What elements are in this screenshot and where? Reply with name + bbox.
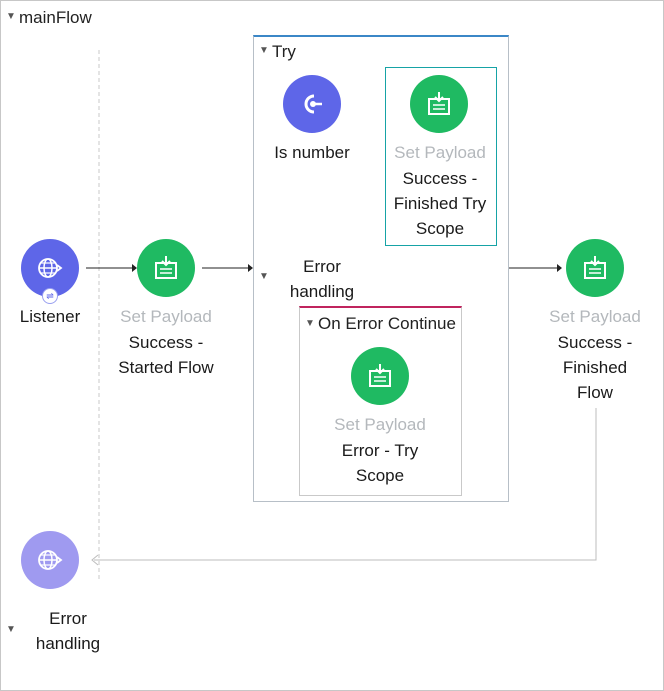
error-source-component[interactable] [21, 531, 79, 589]
arrow-head [132, 264, 137, 272]
collapse-triangle-icon[interactable]: ▼ [259, 45, 269, 56]
set-payload-started-component[interactable] [137, 239, 195, 297]
collapse-triangle-icon[interactable]: ▼ [305, 318, 315, 329]
arrow-head [248, 264, 253, 272]
return-arrow-head [91, 554, 99, 566]
is-number-label: Is number [274, 143, 350, 162]
globe-icon [38, 258, 63, 278]
set-payload-started-name: Success - Started Flow [118, 333, 214, 377]
set-payload-try-name: Success - Finished Try Scope [393, 169, 487, 238]
set-payload-icon [155, 256, 177, 279]
set-payload-error-name: Error - Try Scope [341, 441, 419, 485]
set-payload-icon [369, 364, 391, 387]
set-payload-try-component[interactable] [410, 75, 468, 133]
on-error-continue-title[interactable]: On Error Continue [318, 314, 456, 333]
set-payload-error-component[interactable] [351, 347, 409, 405]
collapse-triangle-icon[interactable]: ▼ [6, 11, 16, 22]
is-number-component[interactable] [283, 75, 341, 133]
collapse-triangle-icon[interactable]: ▼ [6, 624, 16, 635]
flow-error-handling-label[interactable]: Error handling [35, 609, 101, 653]
swap-icon: ⇌ [42, 288, 58, 304]
set-payload-finished-type: Set Payload [549, 307, 641, 326]
flow-title[interactable]: mainFlow [19, 8, 92, 27]
listener-label: Listener [19, 307, 81, 326]
set-payload-try-type: Set Payload [394, 143, 486, 162]
try-scope-title[interactable]: Try [272, 42, 296, 61]
set-payload-icon [428, 92, 450, 115]
try-error-handling-label[interactable]: Error handling [289, 257, 355, 301]
set-payload-started-type: Set Payload [120, 307, 212, 326]
selection-box [385, 67, 497, 246]
set-payload-finished-component[interactable] [566, 239, 624, 297]
return-line [94, 408, 597, 561]
set-payload-finished-name: Success - Finished Flow [557, 333, 633, 402]
set-payload-icon [584, 256, 606, 279]
collapse-triangle-icon[interactable]: ▼ [259, 271, 269, 282]
globe-icon [38, 550, 63, 570]
listener-component[interactable] [21, 239, 79, 297]
set-payload-error-type: Set Payload [334, 415, 426, 434]
arrow-head [557, 264, 562, 272]
validation-icon [304, 94, 322, 114]
